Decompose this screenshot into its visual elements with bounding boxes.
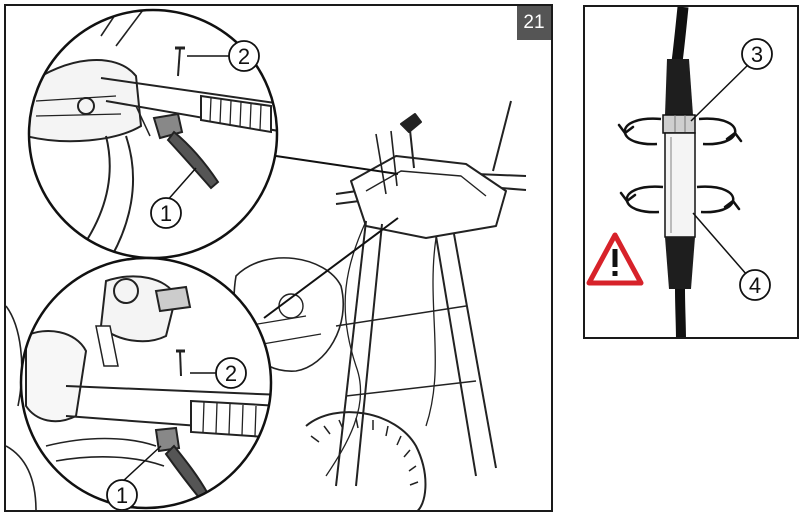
callout-bottom-screw: 2 bbox=[190, 357, 247, 389]
callout-nut-label: 3 bbox=[751, 42, 763, 67]
upper-boot bbox=[665, 59, 693, 115]
cable-adjuster-illustration: 3 4 bbox=[586, 7, 773, 337]
lower-boot bbox=[665, 237, 695, 289]
adjuster-sleeve bbox=[664, 132, 696, 238]
zoom-leader-top bbox=[275, 155, 399, 175]
adjuster-nut bbox=[662, 114, 696, 134]
machine-frame-sketch bbox=[6, 100, 527, 510]
callout-nut: 3 bbox=[690, 38, 773, 122]
callout-bottom-lever: 1 bbox=[106, 445, 162, 510]
main-illustration-panel: 2 1 2 1 21 bbox=[4, 4, 553, 512]
callout-bottom-screw-label: 2 bbox=[225, 361, 237, 386]
warning-triangle-icon bbox=[586, 232, 644, 286]
cable-lower bbox=[675, 288, 686, 337]
adjuster-detail-panel: 3 4 bbox=[583, 5, 799, 339]
rotation-arrow-icon bbox=[619, 185, 741, 214]
callout-top-screw-label: 2 bbox=[238, 44, 250, 69]
bottom-detail-circle bbox=[19, 256, 273, 510]
rotation-arrow-icon bbox=[617, 117, 743, 146]
figure-number-badge: 21 bbox=[517, 6, 551, 40]
callout-adjuster-sleeve: 4 bbox=[692, 212, 771, 301]
callout-bottom-lever-label: 1 bbox=[116, 483, 128, 508]
handlebar-illustration: 2 1 2 1 bbox=[6, 8, 527, 510]
callout-top-lever-label: 1 bbox=[160, 201, 172, 226]
callout-top-lever: 1 bbox=[150, 167, 197, 229]
cable-upper bbox=[671, 7, 689, 63]
top-detail-circle bbox=[27, 8, 279, 260]
callout-top-screw: 2 bbox=[187, 40, 260, 72]
callout-adjuster-sleeve-label: 4 bbox=[749, 273, 761, 298]
zoom-leader-bottom bbox=[263, 217, 399, 319]
